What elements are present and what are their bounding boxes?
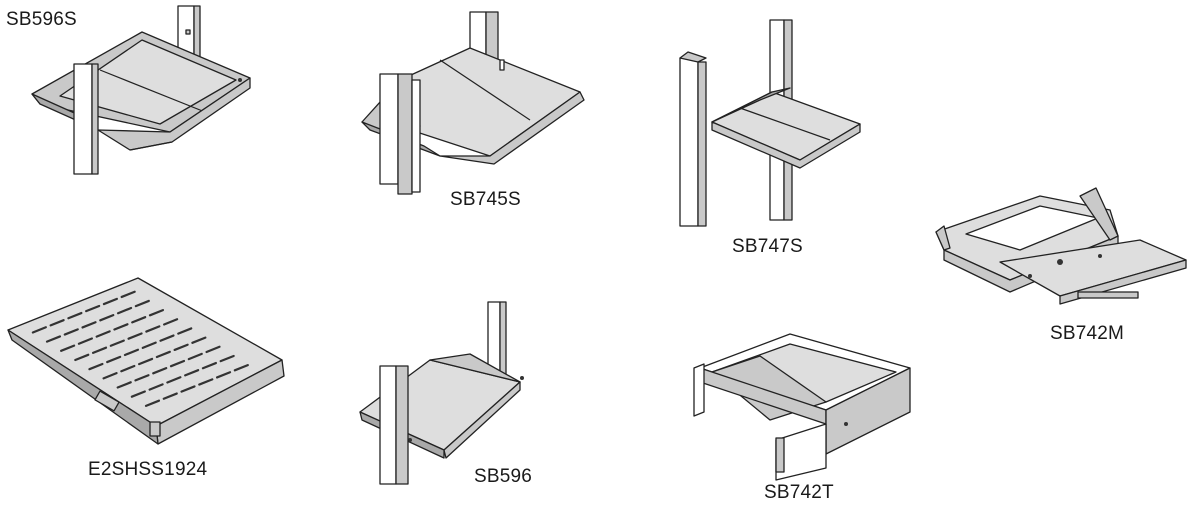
vent-slot [130, 390, 146, 398]
vent-slot [116, 381, 132, 389]
vent-slot [201, 361, 218, 370]
label-sb742m: SB742M [1050, 323, 1125, 344]
vent-slot [191, 336, 207, 344]
vent-slot [173, 343, 189, 352]
label-sb596: SB596 [474, 466, 533, 487]
vent-slot [155, 350, 171, 359]
sb747s-illustration [679, 19, 861, 227]
e2shss1924-illustration [7, 277, 285, 445]
label-sb745s: SB745S [450, 189, 521, 210]
vent-slot [77, 337, 93, 345]
sb742m-illustration [935, 187, 1187, 305]
vent-slot [113, 323, 129, 331]
vent-slot [145, 325, 161, 333]
vent-slot [102, 297, 119, 306]
vent-slot [131, 316, 147, 324]
vent-slot [63, 328, 79, 336]
vent-slot [205, 345, 221, 354]
vent-slot [198, 378, 214, 386]
vent-slot [91, 346, 108, 354]
vent-slot [67, 311, 83, 320]
label-sb747s: SB747S [732, 236, 803, 257]
vent-slot [134, 299, 150, 308]
vent-slot [166, 376, 182, 384]
vent-slot [45, 335, 62, 343]
vent-slot [184, 369, 200, 377]
vent-slot [102, 372, 118, 380]
vent-slot [159, 334, 175, 342]
vent-slot [162, 392, 178, 400]
vent-slot [163, 318, 179, 326]
vent-slot [177, 327, 193, 335]
vent-slot [144, 399, 161, 407]
vent-slot [169, 359, 186, 368]
vent-slot [148, 308, 165, 317]
vent-slot [120, 364, 136, 373]
vent-slot [215, 371, 232, 379]
vent-slot [120, 290, 136, 299]
vent-slot [31, 326, 47, 334]
vent-slot [49, 319, 65, 327]
vent-slot [219, 354, 235, 363]
vent-slot [134, 374, 150, 382]
label-sb596s: SB596S [6, 9, 77, 30]
sb596s-illustration [31, 5, 251, 175]
vent-slot [152, 367, 168, 375]
vent-slot [123, 348, 140, 357]
vent-slot [116, 306, 133, 315]
label-e2shss1924: E2SHSS1924 [88, 459, 208, 480]
vent-slot [74, 353, 90, 362]
vent-slot [109, 339, 125, 347]
vent-slot [85, 304, 101, 313]
vent-slot [95, 330, 111, 338]
vent-slot [106, 355, 122, 364]
vent-slot [187, 352, 203, 361]
vent-slot [148, 383, 164, 391]
sb745s-illustration [361, 11, 585, 195]
vent-slot [233, 364, 249, 372]
sb742t-illustration [693, 333, 911, 481]
sb596-illustration [359, 301, 524, 485]
vent-slot [137, 357, 154, 366]
vent-slot [99, 314, 115, 322]
vent-slot [127, 332, 143, 340]
label-sb742t: SB742T [764, 482, 834, 503]
vent-slot [180, 385, 196, 393]
vent-slot [88, 362, 104, 371]
vent-slot [60, 344, 76, 352]
vent-slot [141, 341, 157, 349]
vent-slot [81, 321, 97, 329]
